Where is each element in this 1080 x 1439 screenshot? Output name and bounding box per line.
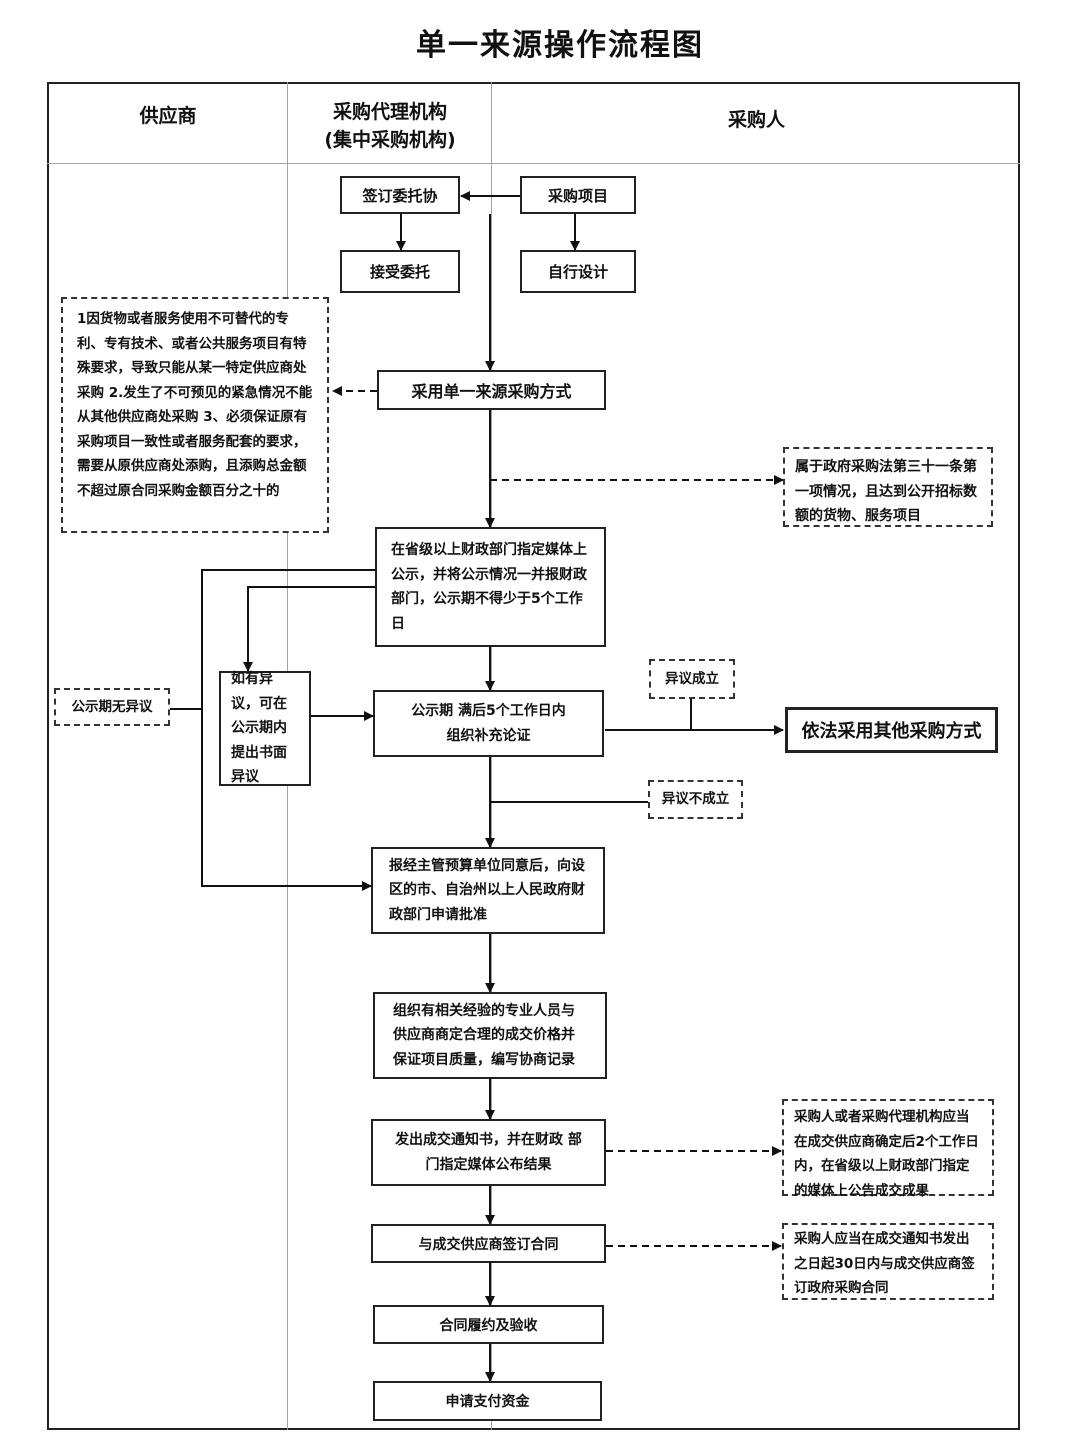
other-method-box: 依法采用其他采购方式 (785, 707, 998, 753)
purchase-project-box: 采购项目 (520, 176, 636, 214)
contract-deadline-note: 采购人应当在成交通知书发出之日起30日内与成交供应商签订政府采购合同 (782, 1223, 994, 1300)
lane-head-agency-line2: (集中采购机构) (324, 129, 456, 151)
adopt-single-source-box: 采用单一来源采购方式 (377, 370, 606, 410)
sign-contract-box: 与成交供应商签订合同 (371, 1224, 606, 1263)
objection-submit-box: 如有异议，可在公示期内提出书面异议 (219, 671, 311, 786)
lane-head-agency-line1: 采购代理机构 (332, 101, 447, 123)
perform-accept-box: 合同履约及验收 (373, 1305, 604, 1344)
supplement-demo-box: 公示期 满后5个工作日内组织补充论证 (373, 690, 604, 757)
publicize-box: 在省级以上财政部门指定媒体上公示，并将公示情况一并报财政部门，公示期不得少于5个… (375, 527, 606, 647)
sign-entrust-box: 签订委托协 (340, 176, 460, 214)
approval-box: 报经主管预算单位同意后，向设区的市、自治州以上人民政府财政部门申请批准 (371, 847, 605, 934)
self-design-box: 自行设计 (520, 250, 636, 293)
lane-header-divider (47, 163, 1020, 164)
negotiate-box: 组织有相关经验的专业人员与供应商商定合理的成交价格并保证项目质量，编写协商记录 (373, 992, 607, 1079)
conditions-note: 1因货物或者服务使用不可替代的专利、专有技术、或者公共服务项目有特殊要求，导致只… (61, 297, 329, 533)
apply-payment-box: 申请支付资金 (373, 1381, 602, 1421)
notice-box: 发出成交通知书，并在财政 部门指定媒体公布结果 (371, 1119, 606, 1186)
lane-head-supplier: 供应商 (139, 105, 197, 127)
lane-head-purchaser: 采购人 (727, 109, 785, 131)
objection-valid-note: 异议成立 (649, 659, 735, 699)
accept-entrust-box: 接受委托 (340, 250, 460, 293)
page-title: 单一来源操作流程图 (416, 28, 704, 63)
article31-note: 属于政府采购法第三十一条第一项情况，且达到公开招标数额的货物、服务项目 (783, 447, 993, 527)
swimlane-frame (47, 82, 1020, 1430)
objection-invalid-note: 异议不成立 (648, 780, 743, 819)
announce-result-note: 采购人或者采购代理机构应当在成交供应商确定后2个工作日内，在省级以上财政部门指定… (782, 1099, 994, 1199)
no-objection-note: 公示期无异议 (54, 688, 170, 726)
lane-head-agency: 采购代理机构 (集中采购机构) (289, 98, 491, 154)
